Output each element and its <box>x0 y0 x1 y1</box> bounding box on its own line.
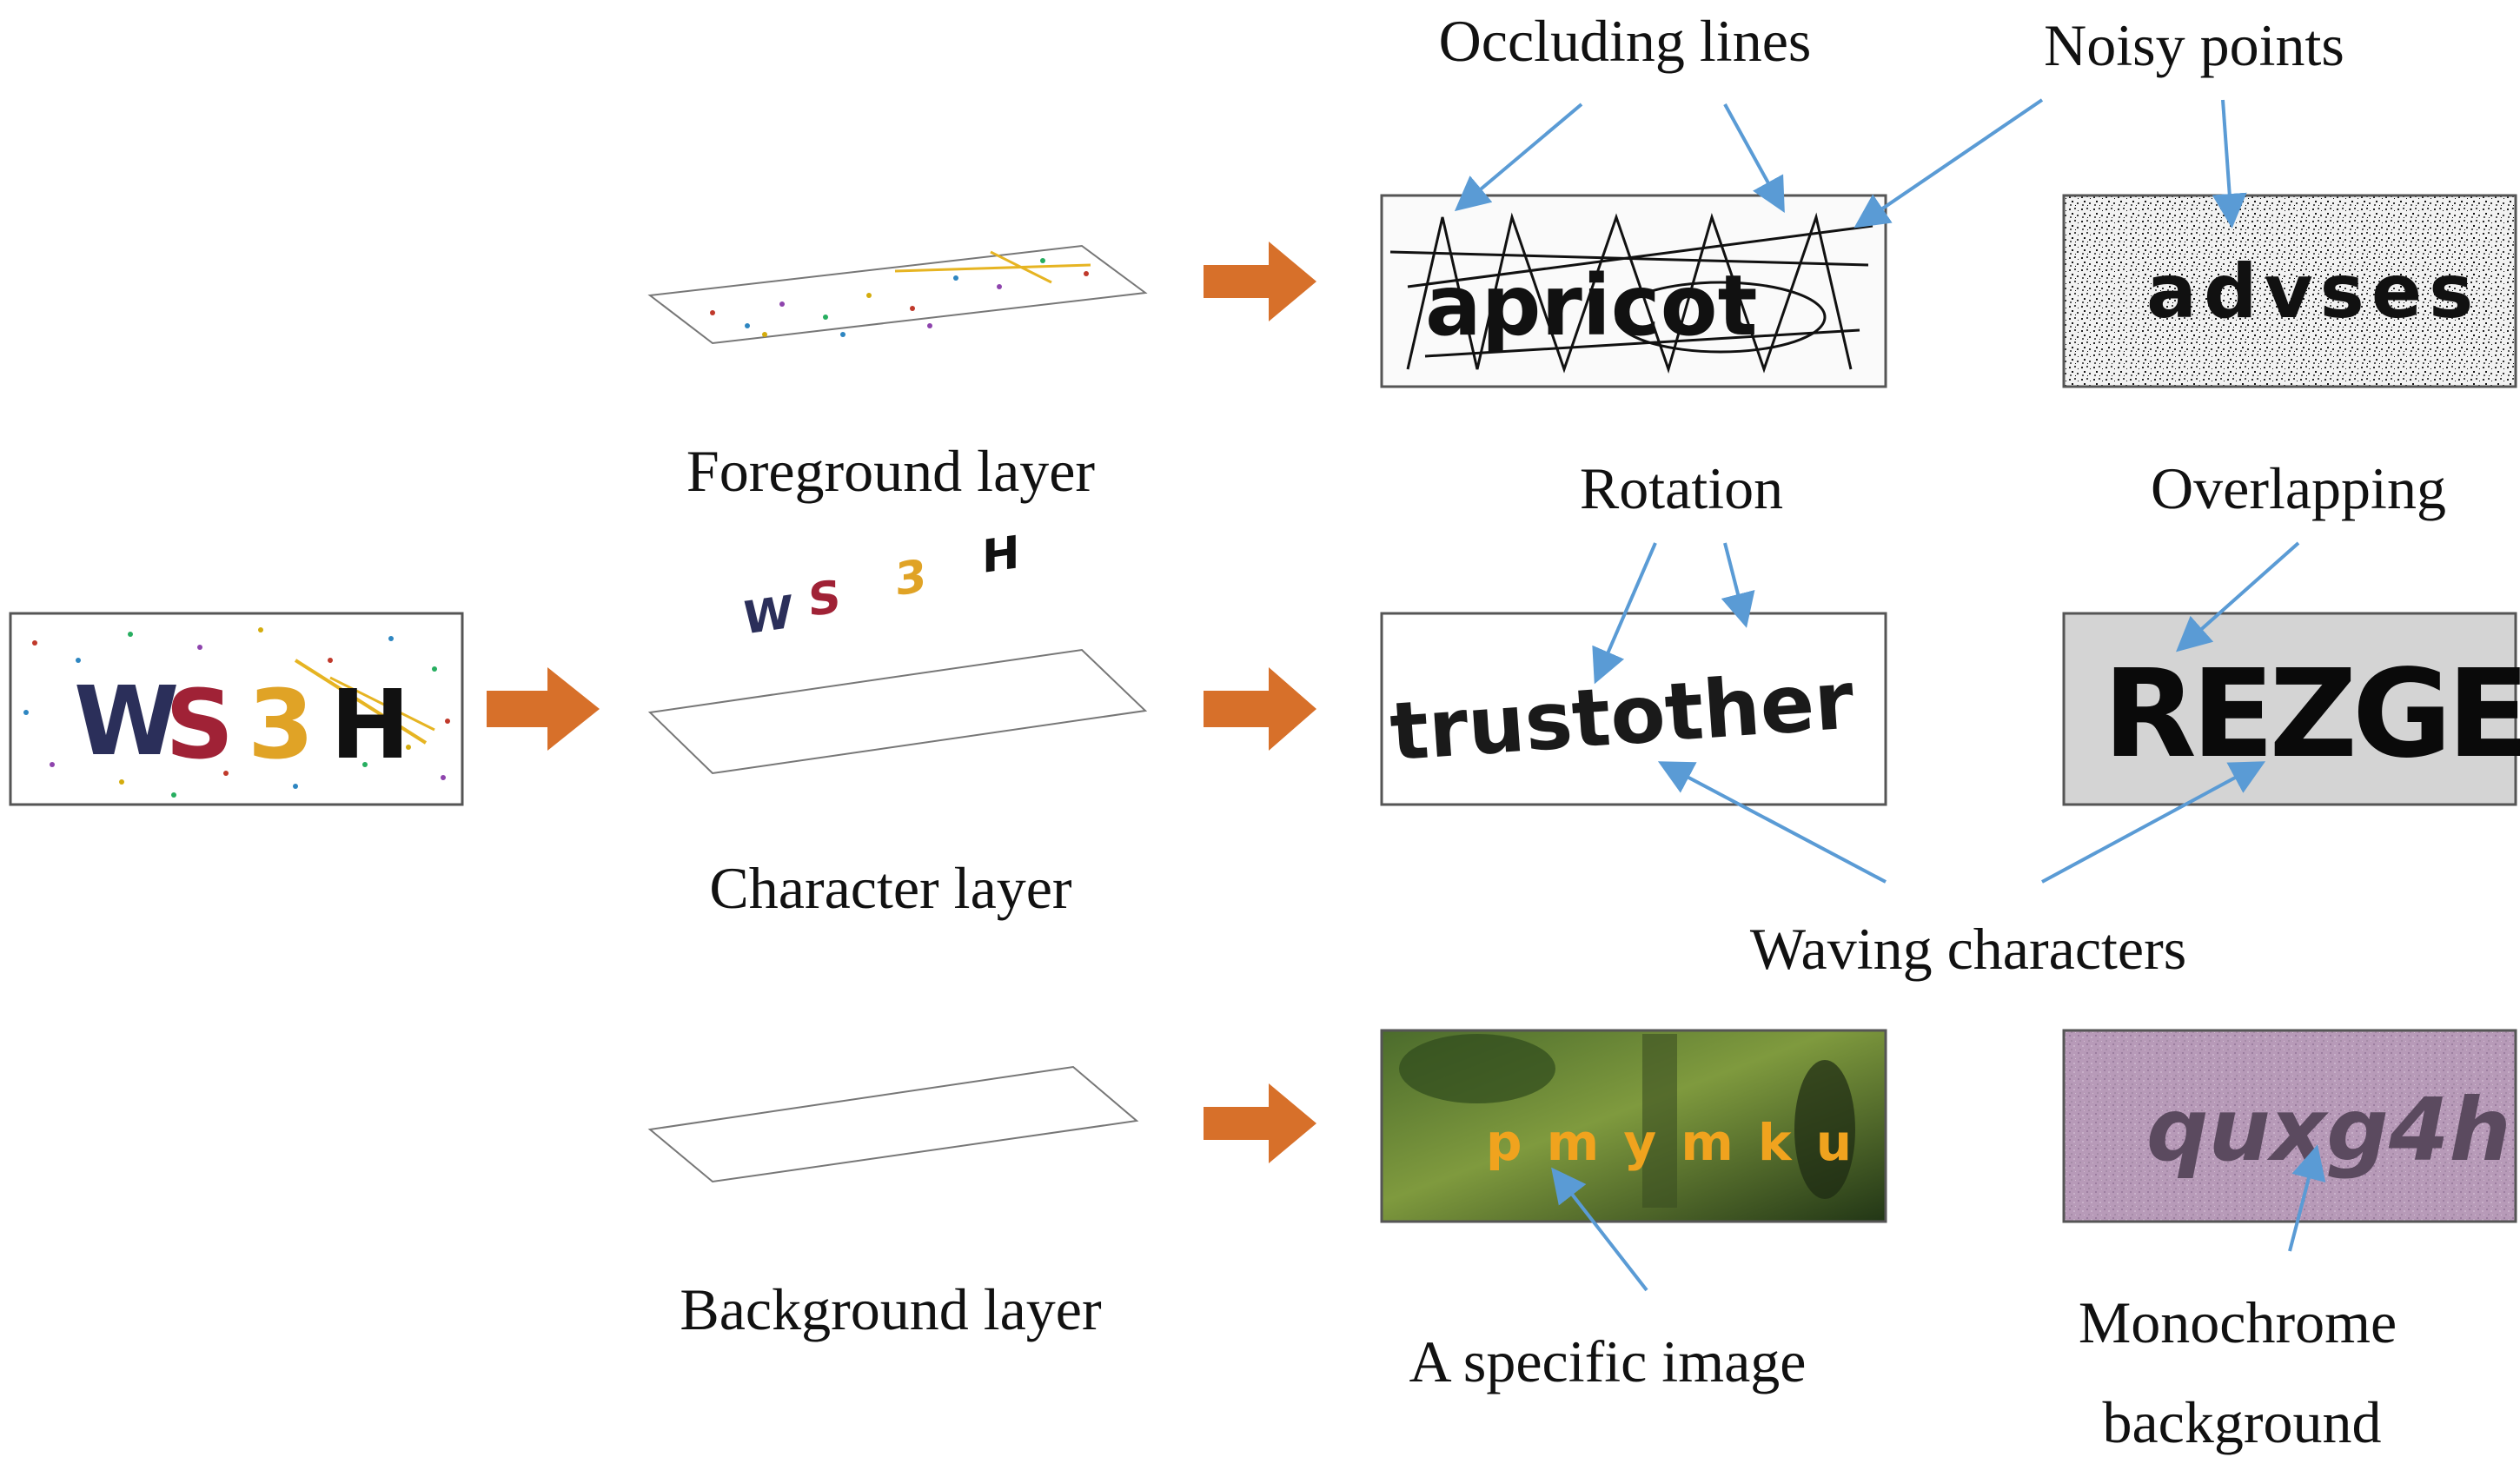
background-layer-plane <box>647 1065 1139 1183</box>
pointer-specific-image <box>1551 1167 1648 1292</box>
layer-char-4: H <box>982 527 1020 584</box>
captcha-advses: advses <box>2062 194 2517 388</box>
source-char-4: H <box>330 669 410 780</box>
pointer-occluding-lines-1 <box>1454 103 1583 212</box>
pointer-noisy-points-2 <box>2212 99 2247 229</box>
captcha-pmymku-text: p m y m k u <box>1486 1113 1855 1172</box>
foreground-layer-plane <box>647 244 1148 345</box>
waving-characters-label: Waving characters <box>1750 916 2186 982</box>
pointer-overlapping <box>2176 541 2300 652</box>
monochrome-label-line2: background <box>2102 1389 2381 1455</box>
specific-image-label: A specific image <box>1409 1328 1807 1394</box>
noisy-points-label: Noisy points <box>2044 12 2344 78</box>
captcha-advses-text: advses <box>2146 248 2480 335</box>
source-char-2: S <box>165 669 234 780</box>
orange-arrow-source <box>487 667 600 751</box>
character-layer-label: Character layer <box>709 855 1072 921</box>
occluding-lines-label: Occluding lines <box>1439 8 1812 74</box>
background-layer-label: Background layer <box>680 1276 1102 1342</box>
pointer-rotation-2 <box>1721 542 1755 628</box>
pointer-noisy-points-1 <box>1854 98 2044 229</box>
captcha-quxg4h: quxg4h <box>2062 1029 2517 1223</box>
orange-arrow-background <box>1204 1083 1316 1163</box>
source-captcha: W S 3 H <box>9 612 464 806</box>
captcha-trustother: trustother <box>1380 612 1887 806</box>
character-layer-plane: W S 3 H <box>647 527 1148 775</box>
pointer-rotation-1 <box>1592 542 1657 685</box>
captcha-apricot: apricot <box>1380 194 1887 388</box>
captcha-quxg4h-text: quxg4h <box>2146 1079 2511 1181</box>
captcha-rezge: REZGE <box>2062 612 2520 806</box>
pointer-waving-2 <box>2041 761 2266 884</box>
source-occluding-line <box>294 659 428 745</box>
source-char-3: 3 <box>248 669 315 780</box>
source-noise-dots <box>23 627 450 798</box>
rotation-label: Rotation <box>1580 455 1783 521</box>
orange-arrow-character <box>1204 667 1316 751</box>
pointer-waving-1 <box>1657 761 1887 884</box>
monochrome-label-line1: Monochrome <box>2079 1289 2397 1355</box>
layer-char-3: 3 <box>895 550 926 606</box>
layer-char-1: W <box>743 586 792 646</box>
source-occluding-line-2 <box>329 676 435 732</box>
foreground-layer-label: Foreground layer <box>686 438 1096 504</box>
captcha-apricot-text: apricot <box>1425 257 1758 354</box>
captcha-rezge-text: REZGE <box>2103 644 2520 785</box>
pointer-monochrome <box>2288 1144 2326 1252</box>
orange-arrow-foreground <box>1204 242 1316 321</box>
overlapping-label: Overlapping <box>2151 455 2446 521</box>
source-char-1: W <box>74 666 179 777</box>
layer-char-2: S <box>808 571 840 627</box>
pointer-occluding-lines-2 <box>1723 103 1785 214</box>
captcha-pmymku: p m y m k u <box>1380 1029 1887 1223</box>
